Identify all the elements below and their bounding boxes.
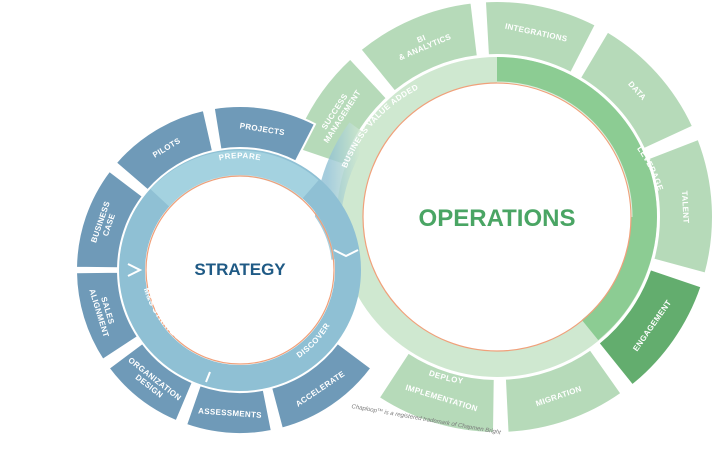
strategy-segment-accelerate (269, 341, 373, 430)
strategy-segment-projects (212, 105, 317, 163)
operations-segment-migration (503, 347, 623, 434)
strategy-segment-assessments (184, 383, 274, 435)
strategy-segment-pilots (114, 108, 215, 192)
strategy-segment-organization-design (107, 341, 195, 423)
operations-title: OPERATIONS (419, 205, 576, 232)
strategy-segment-label-assessments: ASSESSMENTS (198, 406, 263, 419)
ring-label-prepare: PREPARE (218, 151, 262, 162)
operations-segment-talent (646, 137, 714, 275)
operations-segment-bi-and-analytics (359, 1, 479, 93)
strategy-segment-sales-alignment (75, 270, 140, 362)
operations-segment-label-talent: TALENT (680, 191, 691, 224)
operations-segment-engagement (597, 267, 703, 387)
operations-segment-implementation (377, 351, 496, 434)
operations-ring (314, 57, 658, 377)
operations-segment-integrations (483, 0, 598, 75)
strategy-ring (119, 149, 361, 391)
strategy-segment-business-case (75, 169, 145, 270)
strategy-title: STRATEGY (194, 260, 286, 279)
operations-segment-data (578, 30, 695, 151)
